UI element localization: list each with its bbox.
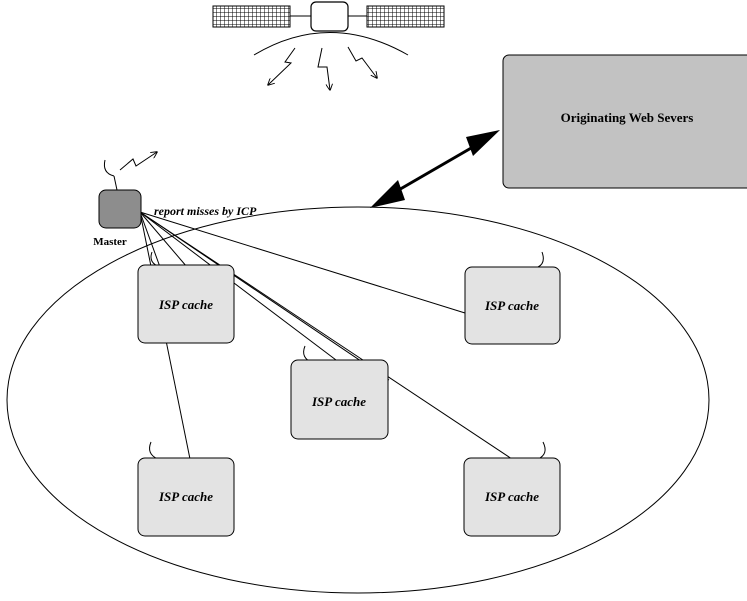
isp-cache-node: ISP cache <box>464 251 561 345</box>
satellite-dish-icon <box>537 441 546 460</box>
origin-server-label: Originating Web Severs <box>561 110 694 125</box>
isp-cache-label: ISP cache <box>484 489 539 504</box>
satellite-dish-icon <box>537 251 544 268</box>
satellite-icon <box>212 1 445 90</box>
isp-cache-label: ISP cache <box>158 297 213 312</box>
isp-cache-label: ISP cache <box>158 489 213 504</box>
isp-cache-node: ISP cache <box>290 345 389 440</box>
isp-cache-label: ISP cache <box>311 394 366 409</box>
master-node: Master <box>93 152 157 248</box>
isp-cache-node: ISP cache <box>137 441 235 537</box>
master-label: Master <box>93 236 127 248</box>
isp-cache-node: ISP cache <box>137 251 235 344</box>
link-label: report misses by ICP <box>154 204 257 218</box>
satellite-dish-icon <box>149 441 159 460</box>
satellite-dish-icon <box>103 159 115 177</box>
icp-links <box>139 211 513 460</box>
isp-cache-node: ISP cache <box>463 441 561 537</box>
isp-cache-label: ISP cache <box>484 298 539 313</box>
bidirectional-arrow-icon <box>370 130 500 208</box>
origin-server-box: Originating Web Severs <box>502 54 747 189</box>
isp-network-ellipse <box>6 206 710 594</box>
